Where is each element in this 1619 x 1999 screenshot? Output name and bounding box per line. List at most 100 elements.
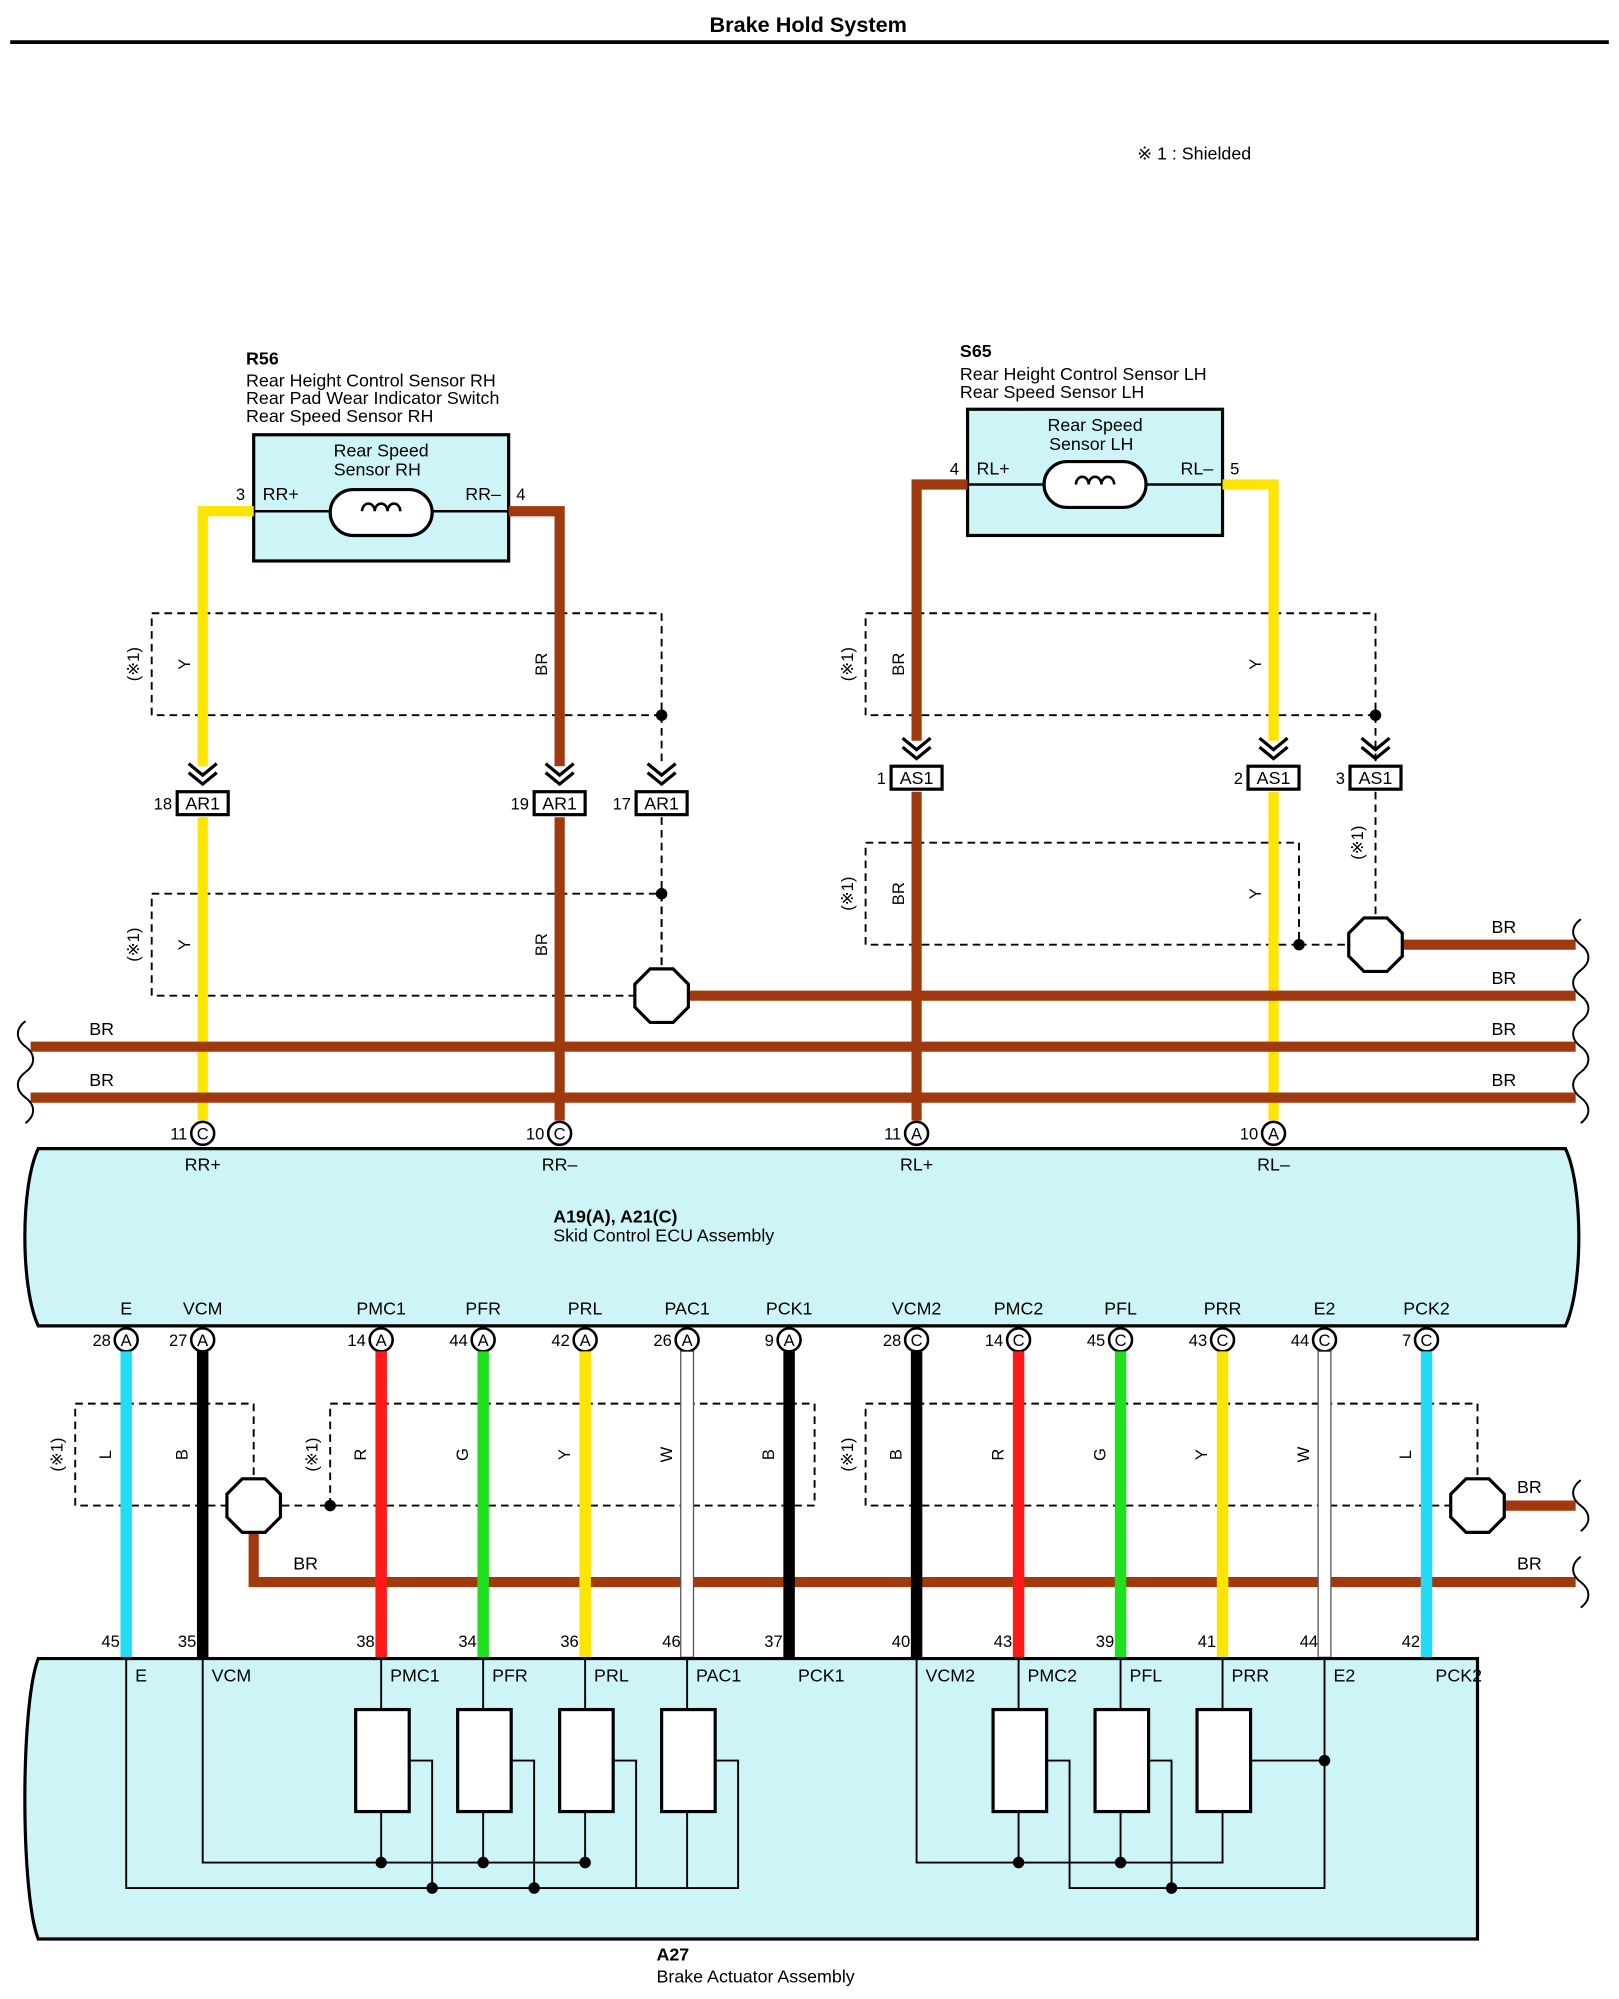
r56-desc-1: Rear Height Control Sensor RH — [246, 370, 496, 390]
shield-label: (※1) — [838, 1438, 857, 1472]
junction-dot — [477, 1856, 489, 1869]
terminal-connector-letter: A — [580, 1331, 592, 1350]
r56-desc-3: Rear Speed Sensor RH — [246, 406, 433, 426]
actuator-pin-number: 40 — [892, 1632, 910, 1651]
r56-id: R56 — [246, 349, 279, 369]
actuator-pin-number: 41 — [1198, 1632, 1216, 1651]
terminal-circle — [189, 1120, 216, 1147]
wire-code: Y — [1192, 1449, 1211, 1460]
ecu-signal-label: PCK1 — [766, 1298, 813, 1318]
actuator-signal-label: E — [135, 1666, 147, 1686]
shield-box — [329, 1402, 816, 1507]
wire-rl-minus — [1222, 479, 1279, 741]
junction-dot — [579, 1856, 591, 1869]
connector-name: AS1 — [1359, 768, 1393, 788]
ecu-signal-label: E — [120, 1298, 132, 1318]
terminal-pin-number: 10 — [1240, 1125, 1258, 1144]
s65-sig-left: RL+ — [976, 458, 1009, 478]
s65-desc-2: Rear Speed Sensor LH — [960, 382, 1144, 402]
terminal-circle — [1260, 1120, 1287, 1147]
actuator-signal-label: PRL — [594, 1666, 629, 1686]
wire-code: BR — [1517, 1553, 1542, 1573]
coil-icon — [1042, 459, 1148, 510]
wire-code: L — [1396, 1450, 1415, 1459]
wire-code: B — [172, 1449, 191, 1460]
terminal-pin-number: 45 — [1087, 1331, 1105, 1350]
connector-name: AR1 — [644, 794, 679, 814]
s65-id: S65 — [960, 341, 992, 361]
ecu-signal-label: PRR — [1204, 1298, 1242, 1318]
connector-name: AR1 — [542, 794, 577, 814]
actuator-pin-number: 37 — [764, 1632, 782, 1651]
wire-code: Y — [1246, 659, 1265, 670]
terminal-connector-letter: A — [478, 1331, 490, 1350]
actuator-signal-label: PMC2 — [1027, 1666, 1077, 1686]
connector-pin: 3 — [1336, 769, 1345, 788]
terminal-pin-number: 26 — [653, 1331, 671, 1350]
r56-box-label-2: Sensor RH — [334, 460, 421, 480]
ecu-name: Skid Control ECU Assembly — [553, 1226, 774, 1246]
r56-box-label-1: Rear Speed — [334, 440, 429, 460]
solenoid — [1195, 1707, 1253, 1814]
terminal-pin-number: 43 — [1189, 1331, 1207, 1350]
coil-icon — [328, 487, 434, 538]
terminal-connector-letter: C — [911, 1331, 923, 1350]
shield-box — [864, 841, 1300, 946]
terminal-pin-number: 42 — [551, 1331, 569, 1350]
ecu-signal-label: PMC1 — [356, 1298, 406, 1318]
shield-label: (※1) — [302, 1438, 321, 1472]
junction-dot — [375, 1856, 387, 1869]
wire-code: B — [759, 1449, 778, 1460]
diagram-title: Brake Hold System — [710, 12, 907, 37]
terminal-pin-number: 28 — [883, 1331, 901, 1350]
ecu-signal-label: RL+ — [900, 1154, 933, 1174]
ecu-signal-label: RR– — [542, 1154, 578, 1174]
actuator-signal-label: PCK2 — [1435, 1666, 1482, 1686]
ecu-signal-label: VCM2 — [892, 1298, 942, 1318]
wire-code: W — [1294, 1446, 1313, 1462]
connector-name: AR1 — [185, 794, 220, 814]
junction-dot — [528, 1882, 540, 1894]
wire-code: G — [453, 1448, 472, 1461]
connector-box — [889, 764, 944, 791]
ecu-signal-label: PAC1 — [664, 1298, 709, 1318]
connector-box — [1246, 764, 1301, 791]
ecu-signal-label: RR+ — [185, 1154, 221, 1174]
terminal-pin-number: 7 — [1402, 1331, 1411, 1350]
terminal-pin-number: 10 — [526, 1125, 544, 1144]
octagon-splice-icon — [225, 1477, 283, 1534]
ecu-signal-label: PCK2 — [1403, 1298, 1450, 1318]
junction-dot — [1165, 1882, 1178, 1894]
terminal-connector-letter: A — [682, 1331, 694, 1350]
r56-sig-left: RR+ — [263, 484, 299, 504]
junction-dot — [1012, 1856, 1025, 1869]
wire-code: BR — [1492, 968, 1517, 988]
s65-box-label-1: Rear Speed — [1047, 415, 1142, 435]
shield-label: (※1) — [124, 647, 143, 681]
junction-dot — [426, 1882, 438, 1894]
connector-box — [634, 790, 689, 817]
octagon-splice-icon — [1347, 916, 1404, 974]
terminal-connector-letter: C — [1115, 1331, 1127, 1350]
actuator-signal-label: PMC1 — [390, 1666, 440, 1686]
actuator-pin-number: 44 — [1300, 1632, 1318, 1651]
wire-code: BR — [1517, 1477, 1542, 1497]
s65-pin-right: 5 — [1230, 459, 1239, 478]
solenoid — [660, 1707, 717, 1814]
shield-box — [150, 892, 663, 997]
terminal-connector-letter: C — [197, 1125, 209, 1144]
wire-code: BR — [1492, 917, 1517, 937]
terminal-connector-letter: C — [1319, 1331, 1331, 1350]
wire-code: B — [886, 1449, 905, 1460]
actuator-signal-label: E2 — [1333, 1666, 1355, 1686]
connector-box — [1348, 764, 1403, 791]
ecu-signal-label: PMC2 — [994, 1298, 1044, 1318]
wire-code: Y — [175, 939, 194, 950]
terminal-connector-letter: C — [1421, 1331, 1433, 1350]
r56-sig-right: RR– — [465, 484, 501, 504]
wire-code: BR — [889, 653, 908, 676]
shield-label: (※1) — [1348, 826, 1367, 860]
connector-name: AS1 — [900, 768, 934, 788]
shield-box — [150, 612, 663, 717]
